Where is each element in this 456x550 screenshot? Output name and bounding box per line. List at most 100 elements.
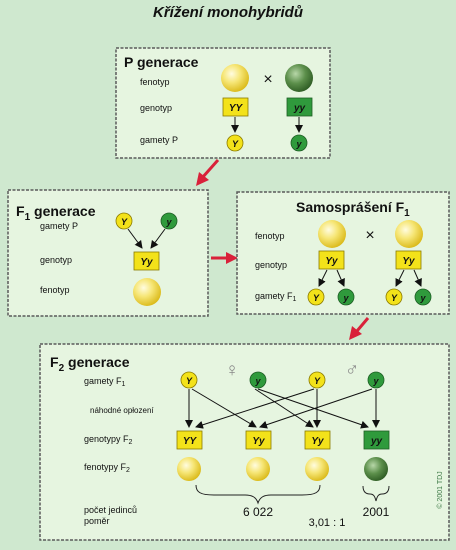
genotype-tile-Yy <box>318 250 345 270</box>
yellow-pea-icon <box>318 220 346 248</box>
yellow-count: 6 022 <box>243 505 273 519</box>
f1-genotype-label: genotyp <box>40 255 72 265</box>
female-symbol: ♀ <box>225 360 239 381</box>
f2-phenotypes-label: fenotypy F2 <box>84 462 130 474</box>
gamete-text: y <box>295 139 302 149</box>
arrow <box>413 269 422 287</box>
yellow-pea-icon <box>133 278 161 306</box>
random-fertilization-label: náhodné opłození <box>90 406 154 415</box>
f2-box-heading: F2 generace <box>50 354 130 374</box>
gamete-text: Y <box>314 376 321 386</box>
ratio-value: 3,01 : 1 <box>309 517 346 529</box>
f1-phenotype-label: fenotyp <box>40 285 70 295</box>
p-generation-box: P generace fenotyp genotyp gamety P × YY… <box>115 47 331 159</box>
arrow <box>254 388 314 428</box>
f2-gametes-label: gamety F1 <box>84 376 126 388</box>
red-arrow-self-to-f2 <box>349 317 370 340</box>
count-label: počet jedinců <box>84 505 137 515</box>
p-genotype-label: genotyp <box>140 103 172 113</box>
genotype-tile-YY <box>222 97 249 117</box>
gamete-Y-icon <box>385 288 403 306</box>
arrow <box>127 228 143 249</box>
red-arrow-f1-to-self <box>211 252 238 264</box>
f1-generation-box: F1 generace gamety P genotyp fenotyp Y y… <box>7 189 209 317</box>
genotype-tile-Yy <box>133 251 160 271</box>
genotype-text: YY <box>183 436 198 447</box>
yellow-pea-icon <box>221 64 249 92</box>
arrow <box>195 388 315 429</box>
cross-symbol: × <box>365 227 374 244</box>
gamete-y-icon <box>290 134 308 152</box>
self-box-heading: Samosprášení F1 <box>296 199 410 219</box>
f2-genotypes-label: genotypy F2 <box>84 434 133 446</box>
gamete-Y-icon <box>180 371 198 389</box>
self-pollination-box: Samosprášení F1 fenotyp genotyp gamety F… <box>236 191 450 315</box>
gamete-y-icon <box>160 212 178 230</box>
self-gametes-label: gamety F1 <box>255 291 297 303</box>
male-symbol: ♂ <box>345 360 359 381</box>
red-arrow-p-to-f1 <box>196 159 220 186</box>
gamete-text: Y <box>313 293 320 303</box>
arrow <box>191 388 257 428</box>
f2-generation-box: F2 generace ♀ ♂ gamety F1 náhodné opłoze… <box>39 343 450 541</box>
gamete-text: y <box>342 293 349 303</box>
arrow <box>318 269 328 287</box>
yellow-pea-icon <box>246 457 270 481</box>
copyright-watermark: © 2001 TDJ <box>436 471 444 508</box>
gamete-text: y <box>419 293 426 303</box>
genotype-tile-Yy <box>245 430 272 450</box>
cross-symbol: × <box>263 71 272 88</box>
gamete-text: y <box>254 376 261 386</box>
arrow <box>336 269 345 287</box>
gamete-text: Y <box>391 293 398 303</box>
self-phenotype-label: fenotyp <box>255 231 285 241</box>
genotype-text: yy <box>370 436 383 447</box>
green-pea-icon <box>364 457 388 481</box>
gamete-y-icon <box>337 288 355 306</box>
diagram-title: Křížení monohybridů <box>153 4 303 21</box>
yellow-group-brace <box>195 484 321 505</box>
genotype-tile-Yy <box>304 430 331 450</box>
gamete-text: Y <box>232 139 239 149</box>
genotype-tile-yy <box>286 97 313 117</box>
f1-box-frame <box>7 189 209 317</box>
f1-box-heading: F1 generace <box>16 203 96 223</box>
yellow-pea-icon <box>395 220 423 248</box>
p-gametes-label: gamety P <box>140 135 178 145</box>
green-pea-icon <box>285 64 313 92</box>
gamete-text: Y <box>186 376 193 386</box>
f1-gametes-label: gamety P <box>40 221 78 231</box>
genotype-tile-Yy <box>395 250 422 270</box>
self-genotype-label: genotyp <box>255 260 287 270</box>
gamete-text: Y <box>121 217 128 227</box>
green-group-brace <box>362 485 390 502</box>
arrow <box>395 269 405 287</box>
yellow-pea-icon <box>177 457 201 481</box>
yellow-pea-icon <box>305 457 329 481</box>
genotype-text: YY <box>229 103 244 114</box>
arrow <box>257 388 369 429</box>
genotype-tile-YY <box>176 430 203 450</box>
gamete-text: y <box>165 217 172 227</box>
gamete-Y-icon <box>226 134 244 152</box>
gamete-y-icon <box>249 371 267 389</box>
genotype-text: Yy <box>140 257 153 268</box>
gamete-text: y <box>372 376 379 386</box>
genotype-text: yy <box>293 103 306 114</box>
genotype-text: Yy <box>311 436 324 447</box>
gamete-Y-icon <box>308 371 326 389</box>
genotype-text: Yy <box>325 256 338 267</box>
gamete-y-icon <box>414 288 432 306</box>
p-box-heading: P generace <box>124 54 199 70</box>
p-phenotype-label: fenotyp <box>140 77 170 87</box>
fertilization-arrows <box>185 388 380 429</box>
green-count: 2001 <box>363 505 390 519</box>
arrow <box>150 228 166 249</box>
gamete-Y-icon <box>115 212 133 230</box>
gamete-y-icon <box>367 371 385 389</box>
genotype-text: Yy <box>252 436 265 447</box>
genotype-tile-yy <box>363 430 390 450</box>
arrow <box>259 388 373 429</box>
ratio-label: poměr <box>84 516 110 526</box>
